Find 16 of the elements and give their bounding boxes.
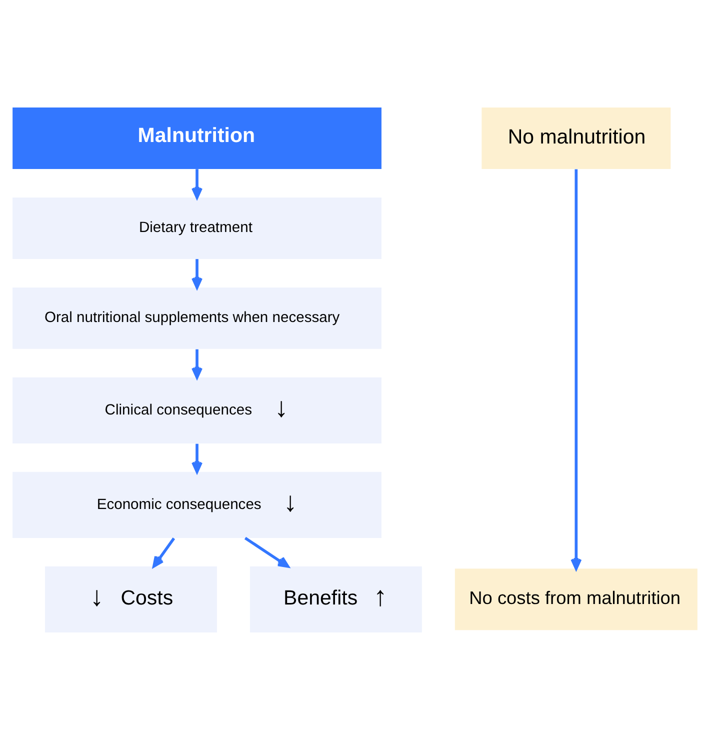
node-box: Oral nutritional supplements when necessary: [12, 287, 382, 349]
node-box: Clinical consequences ↓: [12, 377, 382, 444]
node-box: Malnutrition: [12, 108, 382, 170]
node-box: Dietary treatment: [12, 198, 382, 259]
node-box: No costs from malnutrition: [454, 568, 698, 630]
arrow: [192, 169, 203, 199]
arrow: [192, 259, 203, 289]
arrow: [570, 169, 582, 570]
node-box: Benefits ↑: [250, 566, 422, 632]
node-box: No malnutrition: [482, 108, 671, 170]
arrow: [192, 349, 203, 379]
arrow: [192, 444, 203, 474]
node-box: Economic consequences ↓: [12, 472, 382, 538]
arrow: [152, 537, 176, 568]
arrow: [244, 536, 290, 568]
node-box: ↓ Costs: [45, 566, 217, 632]
